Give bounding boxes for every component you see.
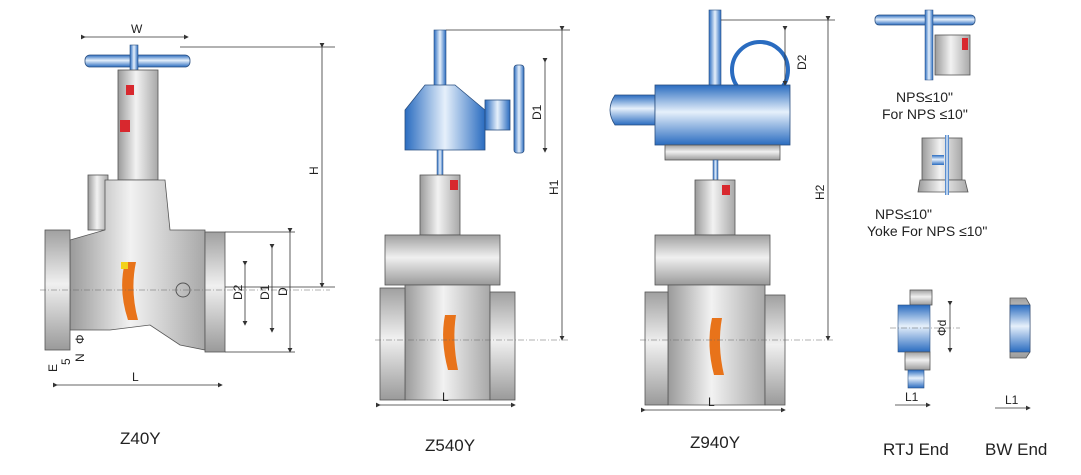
left-flange [644,291,669,406]
dim-phid: Φd [935,320,949,336]
dim-n: N [73,353,87,362]
packing-lower [120,120,130,132]
dim-l: L [708,395,715,409]
dim-d1: D1 [530,104,544,120]
stem-cover [433,29,447,91]
right-flange [764,294,786,406]
stem-cover [708,9,722,91]
dim-phi: Φ [73,334,87,344]
note-yoke-2: Yoke For NPS ≤10" [867,223,987,239]
dim-d2: D2 [231,284,245,300]
packing [722,185,730,195]
dim-l: L [442,390,449,404]
electric-actuator [654,84,791,146]
valve-z40y: W H D2 D1 D E 5 N Φ L Z40Y [40,22,335,448]
detail-rtj-end: Φd L1 RTJ End [883,289,960,459]
bonnet [654,234,771,286]
packing [126,85,134,95]
valve-z540y: D1 H1 L Z540Y [375,26,570,455]
gate-disc [122,262,138,320]
model-label-z540y: Z540Y [425,436,475,455]
dim-d: D [276,287,290,296]
dim-h: H [307,166,321,175]
dim-h1: H1 [547,179,561,195]
dim-d2: D2 [795,54,809,70]
detail-yoke: NPS≤10" Yoke For NPS ≤10" [867,135,987,239]
rtj-end-label: RTJ End [883,440,949,459]
model-label-z940y: Z940Y [690,433,740,452]
handwheel [513,64,525,154]
dim-d1: D1 [258,284,272,300]
dim-h2: H2 [813,184,827,200]
right-flange [489,291,516,401]
valve-body [69,179,206,351]
gear-housing [484,99,511,131]
left-flange [379,287,406,401]
dim-5: 5 [59,358,73,365]
motor-nose [609,94,656,126]
bonnet [384,234,501,286]
actuator-base [664,144,781,161]
valve-z940y: D2 H2 L Z940Y [609,9,835,452]
model-label-z40y: Z40Y [120,429,161,448]
note-yoke-1: NPS≤10" [875,206,932,222]
note-stem-top-1: NPS≤10" [896,89,953,105]
bw-end-label: BW End [985,440,1047,459]
right-flange [204,231,226,353]
detail-bw-end: L1 BW End [985,297,1047,459]
dim-l1-rtj: L1 [905,390,919,404]
dim-w: W [131,22,143,36]
dim-e: E [46,364,60,372]
dim-l1-bw: L1 [1005,393,1019,407]
bevel-gearbox [404,84,486,151]
packing [450,180,458,190]
dim-l: L [132,370,139,384]
seat-ring [121,262,128,269]
gate-disc [709,318,724,375]
note-stem-top-2: For NPS ≤10" [882,106,968,122]
detail-stem-top: NPS≤10" For NPS ≤10" [874,9,976,122]
gate-disc [443,315,458,370]
